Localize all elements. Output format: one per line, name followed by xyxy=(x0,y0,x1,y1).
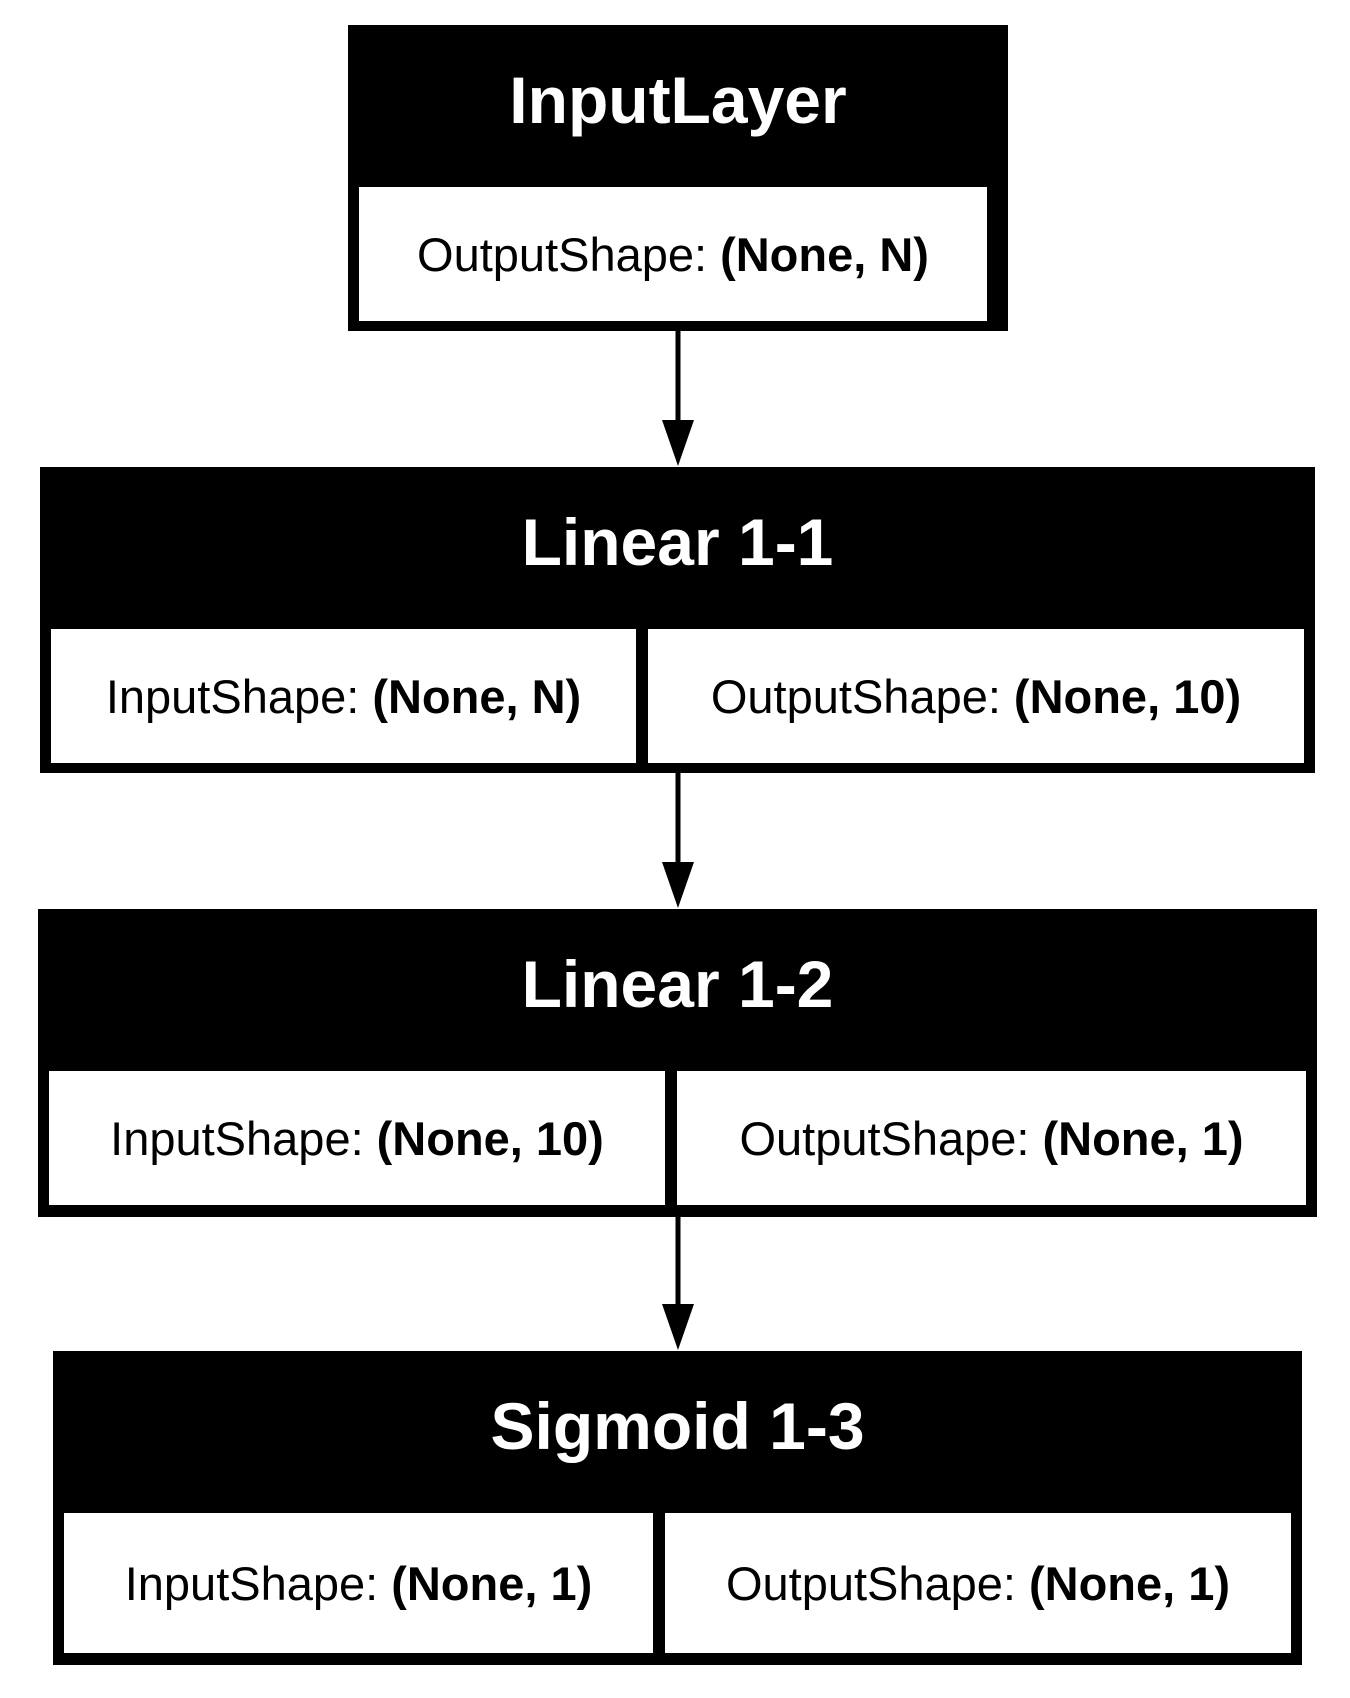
arrow-input-to-linear-1-1 xyxy=(662,330,694,466)
node-title: Linear 1-1 xyxy=(521,505,834,579)
field-value: (None, 1) xyxy=(391,1556,593,1610)
field-label: OutputShape: xyxy=(710,669,1001,723)
output-shape-cell: OutputShape:(None, 10) xyxy=(648,629,1304,763)
input-shape-cell: InputShape:(None, 1) xyxy=(64,1513,653,1653)
input-shape-cell: InputShape:(None, N) xyxy=(51,629,636,763)
field-value: (None, 1) xyxy=(1029,1556,1231,1610)
output-shape-cell: OutputShape:(None, N) xyxy=(359,187,987,321)
output-shape-cell: OutputShape:(None, 1) xyxy=(677,1071,1306,1205)
node-title: Sigmoid 1-3 xyxy=(490,1389,865,1463)
field-value: (None, 1) xyxy=(1042,1111,1244,1165)
node-linear-1-2: Linear 1-2 InputShape:(None, 10) OutputS… xyxy=(38,909,1317,1217)
arrow-linear-1-1-to-linear-1-2 xyxy=(662,770,694,908)
field-label: OutputShape: xyxy=(725,1556,1016,1610)
field-label: InputShape: xyxy=(110,1111,364,1165)
field-value: (None, N) xyxy=(720,227,929,281)
node-title: InputLayer xyxy=(509,63,847,137)
field-label: OutputShape: xyxy=(739,1111,1030,1165)
field-value: (None, 10) xyxy=(1013,669,1242,723)
input-shape-cell: InputShape:(None, 10) xyxy=(49,1071,665,1205)
node-linear-1-1: Linear 1-1 InputShape:(None, N) OutputSh… xyxy=(40,467,1315,773)
node-input-layer: InputLayer OutputShape:(None, N) xyxy=(348,25,1008,331)
field-label: OutputShape: xyxy=(417,227,708,281)
node-title: Linear 1-2 xyxy=(521,947,834,1021)
field-value: (None, N) xyxy=(372,669,582,723)
output-shape-cell: OutputShape:(None, 1) xyxy=(665,1513,1291,1653)
field-label: InputShape: xyxy=(124,1556,379,1610)
arrow-linear-1-2-to-sigmoid-1-3 xyxy=(662,1213,694,1350)
field-label: InputShape: xyxy=(105,669,360,723)
field-value: (None, 10) xyxy=(376,1111,604,1165)
node-sigmoid-1-3: Sigmoid 1-3 InputShape:(None, 1) OutputS… xyxy=(53,1351,1302,1665)
